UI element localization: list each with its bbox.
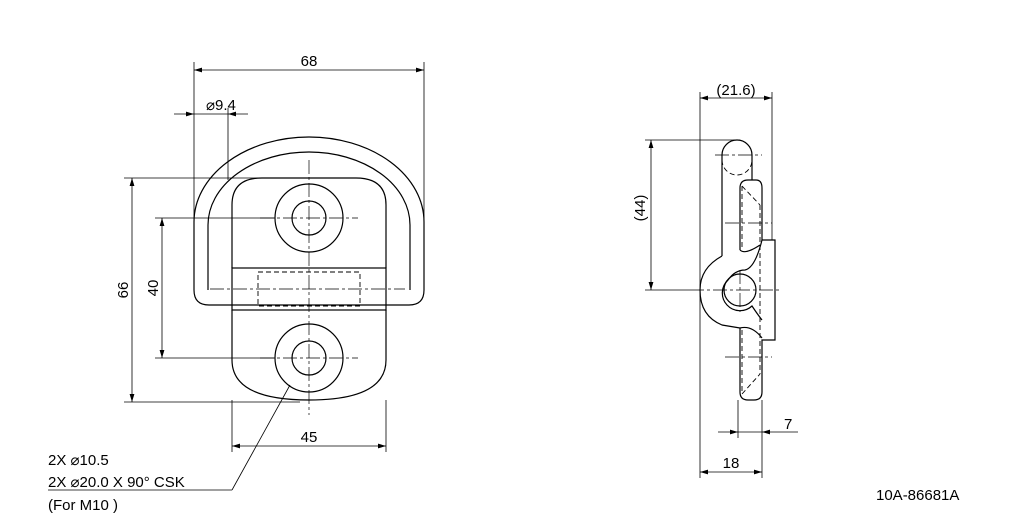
- note-hole-diameter: 2X ⌀10.5: [48, 452, 109, 469]
- side-view: (21.6) (44) 7 18: [632, 82, 798, 478]
- dim-21-6: (21.6): [716, 82, 755, 99]
- eye-profile: [699, 239, 763, 339]
- plate-side-profile: [739, 179, 776, 401]
- dim-44: (44): [632, 195, 649, 222]
- dim-66: 66: [115, 282, 132, 299]
- d-ring-inner: [207, 151, 411, 290]
- dim-9-4: ⌀9.4: [206, 97, 236, 114]
- ring-side-profile: [721, 139, 753, 256]
- dim-18: 18: [723, 455, 740, 472]
- dim-40: 40: [145, 280, 162, 297]
- note-countersink: 2X ⌀20.0 X 90° CSK: [48, 474, 185, 491]
- dim-7: 7: [784, 416, 792, 433]
- dim-45: 45: [301, 429, 318, 446]
- d-ring-outer: [193, 136, 425, 306]
- part-number: 10A-86681A: [876, 487, 959, 504]
- note-bolt-size: (For M10 ): [48, 497, 118, 514]
- front-view: 68 ⌀9.4 66 40 45: [48, 53, 425, 491]
- dim-68: 68: [301, 53, 318, 70]
